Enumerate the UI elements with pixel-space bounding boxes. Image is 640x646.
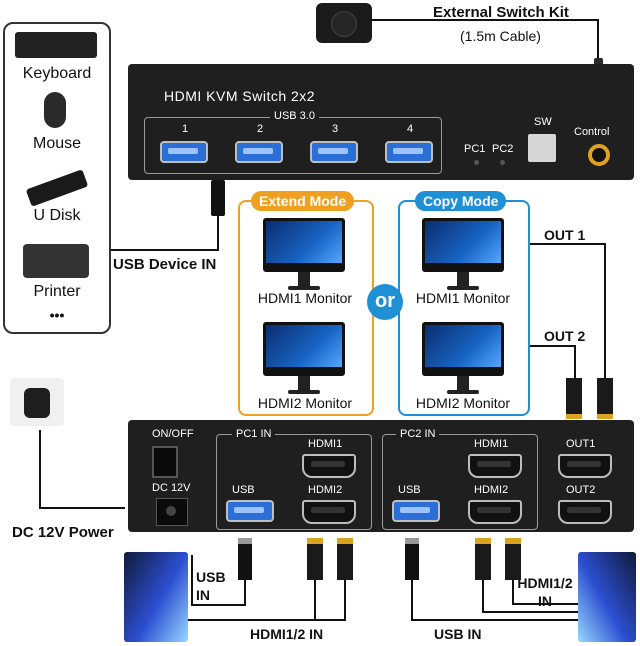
usb-plug-pc2-icon bbox=[405, 538, 419, 580]
mouse-icon bbox=[44, 92, 66, 128]
computer-1-icon bbox=[124, 552, 188, 642]
pc2-in-group bbox=[382, 434, 538, 530]
dc-jack[interactable] bbox=[156, 498, 188, 526]
device-label-udisk: U Disk bbox=[33, 207, 81, 224]
device-more: ••• bbox=[49, 307, 65, 323]
device-label-mouse: Mouse bbox=[32, 135, 82, 152]
extend-mode-badge: Extend Mode bbox=[251, 191, 355, 211]
device-label-keyboard: Keyboard bbox=[22, 65, 92, 82]
power-switch[interactable] bbox=[152, 446, 178, 478]
port-number-3: 3 bbox=[332, 123, 339, 135]
pc1-hdmi2-port[interactable] bbox=[302, 500, 356, 524]
control-jack[interactable] bbox=[588, 144, 610, 166]
extend-monitor-2 bbox=[263, 322, 345, 394]
usb-plug-pc1-icon bbox=[238, 538, 252, 580]
port-number-1: 1 bbox=[182, 123, 189, 135]
port-number-4: 4 bbox=[407, 123, 414, 135]
extend-monitor-2-label: HDMI2 Monitor bbox=[257, 395, 353, 411]
pc2-hdmi1-port[interactable] bbox=[468, 454, 522, 478]
usb-port-1[interactable] bbox=[160, 141, 208, 163]
kvm-back-panel: ON/OFF DC 12V PC1 IN HDMI1 USB HDMI2 PC2… bbox=[128, 420, 634, 532]
out2-port-label: OUT2 bbox=[566, 484, 596, 496]
extend-monitor-1 bbox=[263, 218, 345, 290]
usb-device-in-label: USB Device IN bbox=[113, 256, 217, 273]
copy-mode-badge: Copy Mode bbox=[415, 191, 507, 211]
external-switch-kit bbox=[316, 3, 372, 43]
kvm-front-panel: HDMI KVM Switch 2x2 USB 3.0 1 2 3 4 PC1 … bbox=[128, 64, 634, 180]
computer-2-icon bbox=[578, 552, 636, 642]
pc1-indicator-label: PC1 bbox=[464, 143, 486, 155]
keyboard-icon bbox=[15, 32, 97, 58]
pc2-in-label: PC2 IN bbox=[396, 428, 440, 440]
extend-monitor-1-label: HDMI1 Monitor bbox=[257, 290, 353, 306]
out1-port[interactable] bbox=[558, 454, 612, 478]
pc1-usb-port[interactable] bbox=[226, 500, 274, 522]
out1-label: OUT 1 bbox=[544, 227, 586, 243]
hdmi-plug-pc2-a-icon bbox=[475, 538, 491, 580]
switch-button-icon bbox=[331, 11, 357, 37]
copy-monitor-2-label: HDMI2 Monitor bbox=[415, 395, 511, 411]
switch-kit-title: External Switch Kit bbox=[433, 4, 569, 21]
hdmi-plug-pc2-b-icon bbox=[505, 538, 521, 580]
usb-in-right-label: USB IN bbox=[434, 626, 482, 642]
hdmi-in-left-label: HDMI1/2 IN bbox=[250, 626, 324, 642]
usb-in-left-label: USB IN bbox=[196, 569, 226, 603]
pc2-led-icon bbox=[500, 160, 505, 165]
pc2-hdmi2-port[interactable] bbox=[468, 500, 522, 524]
dc-power-label: DC 12V Power bbox=[12, 524, 114, 541]
usb-port-2[interactable] bbox=[235, 141, 283, 163]
hdmi-plug-pc1-b-icon bbox=[337, 538, 353, 580]
printer-icon bbox=[23, 244, 89, 278]
hdmi-plug-out1-icon bbox=[597, 378, 613, 419]
hdmi-plug-out2-icon bbox=[566, 378, 582, 419]
pc1-usb-label: USB bbox=[232, 484, 255, 496]
out2-port[interactable] bbox=[558, 500, 612, 524]
pc1-in-label: PC1 IN bbox=[232, 428, 276, 440]
copy-monitor-1 bbox=[422, 218, 504, 290]
switch-kit-subtitle: (1.5m Cable) bbox=[460, 28, 541, 44]
copy-monitor-1-label: HDMI1 Monitor bbox=[415, 290, 511, 306]
usb-disk-icon bbox=[25, 169, 89, 207]
pc1-in-group bbox=[216, 434, 372, 530]
usb-port-4[interactable] bbox=[385, 141, 433, 163]
usb-version-label: USB 3.0 bbox=[270, 110, 319, 122]
hdmi-plug-pc1-a-icon bbox=[307, 538, 323, 580]
out2-label: OUT 2 bbox=[544, 328, 586, 344]
power-adapter-icon bbox=[10, 378, 64, 426]
dc-input-label: DC 12V bbox=[152, 482, 191, 494]
kvm-title: HDMI KVM Switch 2x2 bbox=[164, 88, 316, 104]
out1-port-label: OUT1 bbox=[566, 438, 596, 450]
usb-port-3[interactable] bbox=[310, 141, 358, 163]
pc1-led-icon bbox=[474, 160, 479, 165]
pc1-hdmi1-port[interactable] bbox=[302, 454, 356, 478]
pc2-hdmi2-label: HDMI2 bbox=[474, 484, 509, 496]
pc2-usb-label: USB bbox=[398, 484, 421, 496]
control-label: Control bbox=[574, 126, 610, 138]
pc1-hdmi2-label: HDMI2 bbox=[308, 484, 343, 496]
device-label-printer: Printer bbox=[33, 283, 81, 300]
or-badge: or bbox=[367, 284, 403, 320]
pc1-hdmi1-label: HDMI1 bbox=[308, 438, 343, 450]
sw-button[interactable] bbox=[528, 134, 556, 162]
pc2-indicator-label: PC2 bbox=[492, 143, 514, 155]
usb-devices-panel: Keyboard Mouse U Disk Printer ••• bbox=[3, 22, 111, 334]
sw-label: SW bbox=[534, 116, 552, 128]
hdmi-in-right-label: HDMI1/2 IN bbox=[517, 575, 573, 609]
on-off-label: ON/OFF bbox=[152, 428, 194, 440]
usb-plug-icon bbox=[211, 180, 225, 216]
port-number-2: 2 bbox=[257, 123, 264, 135]
copy-monitor-2 bbox=[422, 322, 504, 394]
pc2-hdmi1-label: HDMI1 bbox=[474, 438, 509, 450]
pc2-usb-port[interactable] bbox=[392, 500, 440, 522]
